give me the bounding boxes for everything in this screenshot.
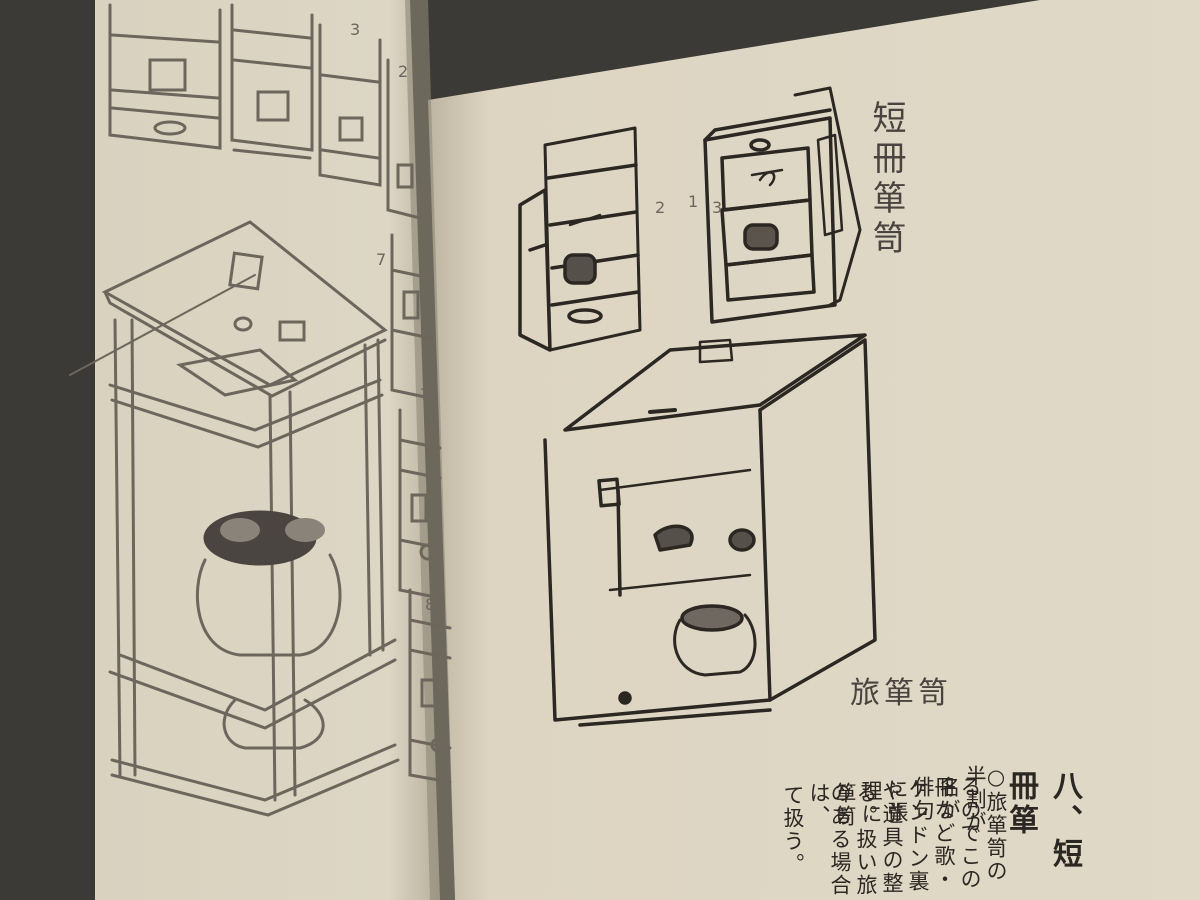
large-stand-sketch: [69, 220, 400, 817]
body-line: るのでこの名が: [937, 776, 982, 891]
body-line: のある場合は、: [807, 782, 852, 897]
figure-number: 8: [425, 595, 436, 614]
figure-number: 3: [712, 198, 723, 217]
body-line: る。扱い旅箪笥: [833, 782, 878, 897]
body-line: て扱う。: [781, 784, 805, 876]
body-line: や道具の整理に: [859, 780, 904, 895]
figure-number: 2: [398, 62, 409, 81]
figure-number: 7: [420, 385, 431, 404]
left-page: [95, 0, 440, 900]
tanzaku-cabinet-drawers: [703, 86, 862, 324]
drawer-column-sketches: [390, 233, 452, 784]
body-line: ケンドン裏に張: [885, 778, 930, 893]
section-heading: 八、短冊箪: [1003, 770, 1082, 872]
caption-tanzaku-tansu: 短冊箪笥: [866, 100, 906, 260]
figure-number: 7: [376, 250, 387, 269]
figure-number: 3: [350, 20, 361, 39]
right-page: [428, 0, 1200, 900]
caption-tabi-tansu: 旅箪笥: [850, 676, 952, 711]
body-line: 冊など歌・俳句: [911, 776, 956, 891]
body-line: ○旅箪笥の半割が: [963, 765, 1008, 883]
tabi-cabinet: [543, 333, 877, 727]
figure-number: 1: [688, 192, 699, 211]
figure-number: 2: [655, 198, 666, 217]
top-cabinet-sketches: [108, 3, 422, 220]
kettle-sketch: [195, 510, 342, 750]
tanzaku-cabinet-open: [518, 126, 642, 352]
